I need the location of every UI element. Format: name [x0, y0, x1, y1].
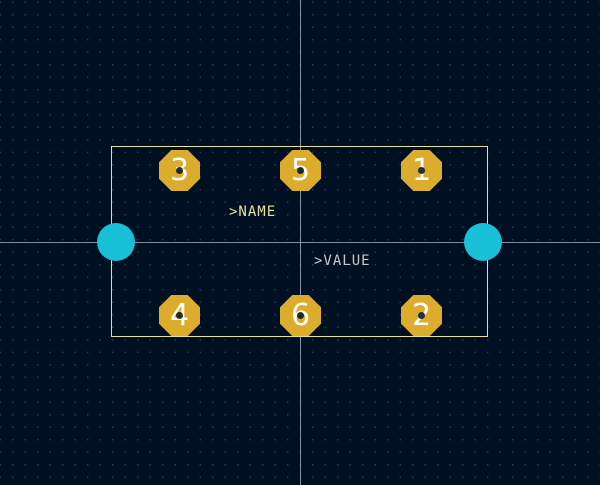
crosshair-vertical	[299, 0, 301, 485]
pad-3[interactable]: 3	[159, 150, 200, 191]
reference-name-text[interactable]: >NAME	[229, 204, 277, 220]
pad-2[interactable]: 2	[401, 295, 442, 336]
value-text[interactable]: >VALUE	[314, 253, 371, 269]
drill-hole	[418, 312, 425, 319]
crosshair-horizontal	[0, 241, 600, 243]
pad-6[interactable]: 6	[280, 295, 321, 336]
drill-hole	[297, 312, 304, 319]
drill-hole	[176, 167, 183, 174]
mounting-hole-left[interactable]	[97, 223, 135, 261]
mounting-hole-right[interactable]	[464, 223, 502, 261]
drill-hole	[297, 167, 304, 174]
pad-4[interactable]: 4	[159, 295, 200, 336]
pad-5[interactable]: 5	[280, 150, 321, 191]
drill-hole	[418, 167, 425, 174]
pad-1[interactable]: 1	[401, 150, 442, 191]
drill-hole	[176, 312, 183, 319]
